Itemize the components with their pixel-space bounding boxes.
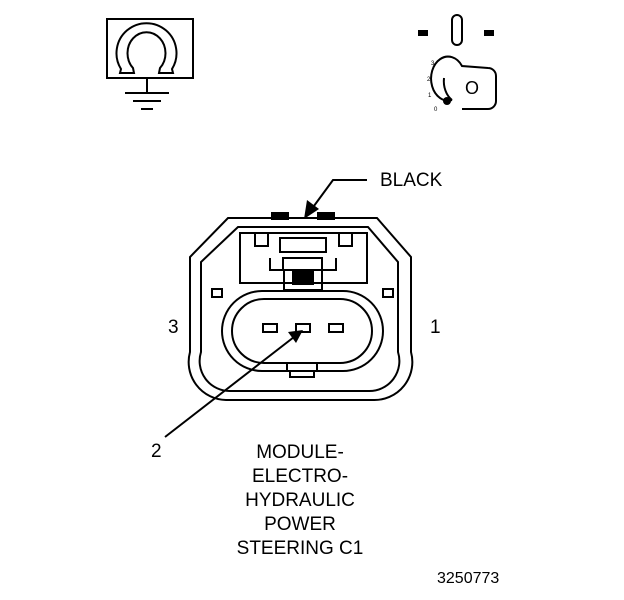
ignition-position-label: 3 — [431, 61, 435, 67]
title-line: MODULE- — [256, 442, 344, 463]
ignition-position-label: 0 — [434, 107, 438, 113]
ignition-position-label: 1 — [428, 93, 432, 99]
ignition-key-icon — [418, 14, 497, 110]
title-line: HYDRAULIC — [245, 490, 355, 511]
wire-color-leader — [304, 179, 367, 219]
ignition-position-label: 2 — [427, 77, 431, 83]
pin-3-label: 3 — [168, 317, 179, 338]
title-line: POWER — [264, 514, 336, 535]
connector-title: MODULE- ELECTRO- HYDRAULIC POWER STEERIN… — [200, 441, 400, 561]
pin-2-callout-label: 2 — [151, 441, 162, 462]
connector-face-icon — [187, 212, 414, 402]
key-letter: O — [465, 78, 480, 98]
title-line: ELECTRO- — [251, 466, 349, 487]
pin2-leader — [164, 330, 303, 438]
title-line: STEERING C1 — [236, 538, 364, 559]
ohm-ground-icon — [106, 18, 194, 110]
pin-1-label: 1 — [430, 317, 441, 338]
wire-color-label: BLACK — [380, 170, 443, 191]
figure-number: 3250773 — [437, 570, 500, 587]
